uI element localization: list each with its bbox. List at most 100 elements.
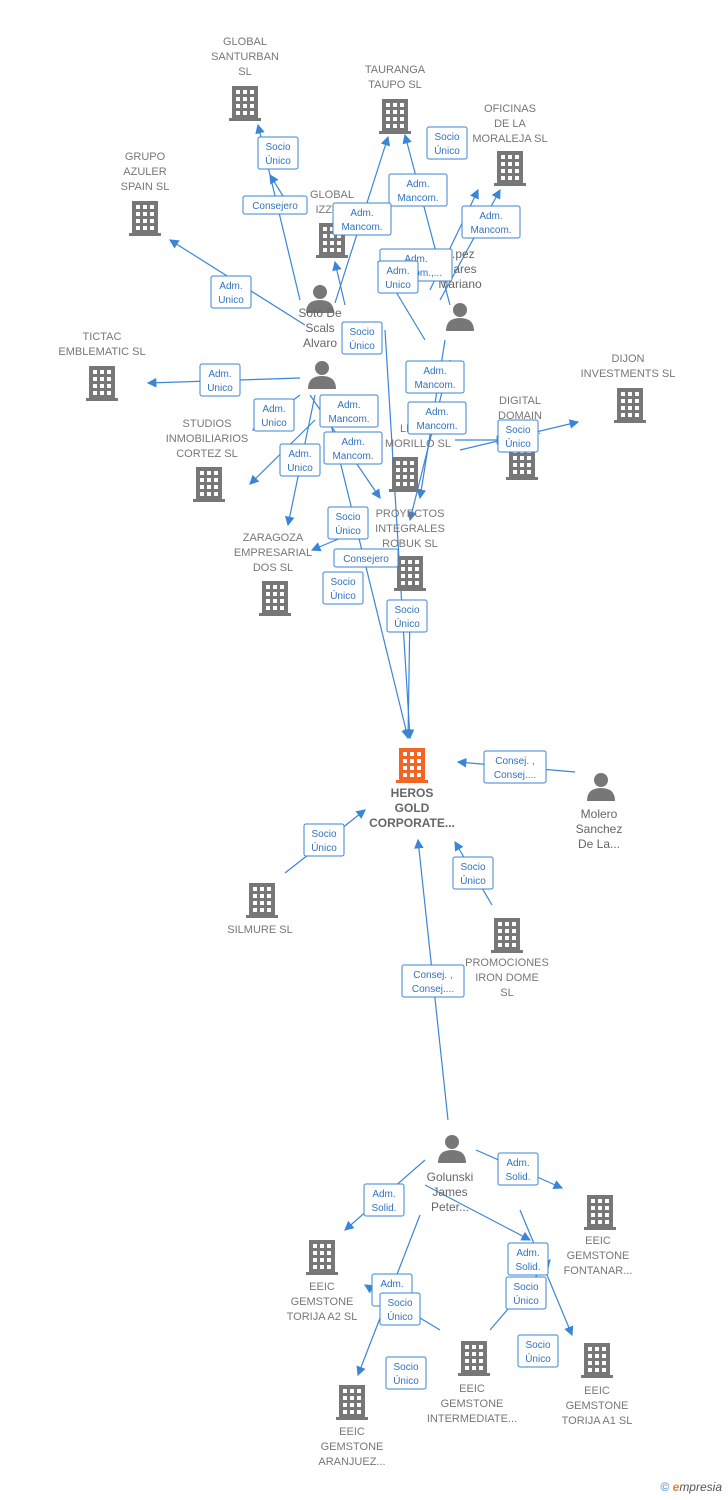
building-icon (229, 86, 261, 121)
company-node-heros[interactable]: HEROSGOLDCORPORATE... (369, 748, 455, 830)
relation-text: Adm. (479, 211, 502, 222)
person-icon (306, 285, 334, 313)
relation-text: Único (460, 874, 486, 887)
relation-text: Adm. (380, 1279, 403, 1290)
relation-label-r28[interactable]: Adm.Solid. (363, 1183, 405, 1217)
relation-text: Mancom. (470, 225, 511, 236)
relation-label-r20[interactable]: Consejero (333, 548, 399, 568)
brand-logo[interactable]: empresia (672, 1480, 722, 1494)
relation-text: Socio (335, 512, 360, 523)
company-label: GLOBAL (223, 36, 267, 48)
relation-text: Adm. (516, 1248, 539, 1259)
relation-label-r27[interactable]: Adm.Solid. (497, 1152, 539, 1186)
relation-label-r2[interactable]: Consejero (242, 195, 308, 215)
relation-text: Socio (387, 1298, 412, 1309)
relation-label-r9[interactable]: Adm.Unico (210, 275, 252, 309)
relation-text: Adm. (506, 1158, 529, 1169)
company-label: EMBLEMATIC SL (58, 346, 145, 358)
relation-label-r6[interactable]: Adm. Mancom. (461, 205, 521, 239)
company-node-silmure[interactable]: SILMURE SL (227, 883, 293, 936)
relation-text: Mancom. (414, 380, 455, 391)
relation-label-r14[interactable]: Adm.Mancom. (319, 394, 379, 428)
relation-text: Adm. (425, 407, 448, 418)
relation-text: Socio (393, 1362, 418, 1373)
company-node-eeic-intermediate[interactable]: EEICGEMSTONEINTERMEDIATE... (427, 1341, 517, 1425)
person-label: ...pez (445, 247, 474, 261)
relation-text: Consej. , (495, 756, 534, 767)
relation-text: Solid. (371, 1203, 396, 1214)
relation-text: Mancom. (416, 421, 457, 432)
company-label: MORALEJA SL (472, 133, 547, 145)
relation-label-r23[interactable]: Consej. ,Consej.... (483, 750, 547, 784)
relation-label-r18[interactable]: Adm.Unico (279, 443, 321, 477)
relation-label-r29[interactable]: Adm.Solid. (507, 1242, 549, 1276)
building-icon (259, 581, 291, 616)
person-label: Sanchez (576, 822, 623, 836)
company-label: OFICINAS (484, 103, 536, 115)
company-label: CORTEZ SL (176, 448, 238, 460)
relation-label-r5[interactable]: Adm.Mancom. (332, 202, 392, 236)
company-label: TAUPO SL (368, 79, 422, 91)
company-label: EMPRESARIAL (234, 547, 312, 559)
person-label: Peter... (431, 1200, 469, 1214)
relation-label-r13[interactable]: Adm.Unico (253, 398, 295, 432)
company-label: INMOBILIARIOS (166, 433, 249, 445)
company-node-eeic-aranjuez[interactable]: EEICGEMSTONEARANJUEZ... (318, 1385, 386, 1468)
relation-label-r11[interactable]: Adm.Unico (199, 363, 241, 397)
person-label: Golunski (427, 1170, 474, 1184)
relation-text: Unico (207, 383, 233, 394)
relation-text: Socio (265, 142, 290, 153)
company-label: GOLD (395, 801, 430, 815)
relation-label-r8[interactable]: Adm.Unico (377, 260, 419, 294)
relation-text: Mancom. (397, 193, 438, 204)
person-icon (308, 361, 336, 389)
person-icon (446, 303, 474, 331)
relation-label-r15[interactable]: Adm. Mancom. (407, 401, 467, 435)
person-node-golunski[interactable]: GolunskiJamesPeter... (427, 1135, 474, 1214)
person-node-center-person[interactable] (308, 361, 336, 389)
relation-label-r12[interactable]: Adm.Mancom. (405, 360, 465, 394)
relation-text: Único (330, 589, 356, 602)
building-icon (491, 918, 523, 953)
company-label: EEIC (585, 1235, 611, 1247)
company-label: GRUPO (125, 151, 166, 163)
building-icon (584, 1195, 616, 1230)
relation-label-r26[interactable]: Consej. ,Consej.... (401, 964, 465, 998)
relation-label-r4[interactable]: Adm.Mancom. (388, 173, 448, 207)
building-icon (394, 556, 426, 591)
relation-text: Consej. , (413, 970, 452, 981)
relation-text: Mancom. (332, 451, 373, 462)
relation-text: Adm. (219, 281, 242, 292)
relation-label-r17[interactable]: Adm.Mancom. (323, 431, 383, 465)
company-node-eeic-fontanar[interactable]: EEICGEMSTONEFONTANAR... (564, 1195, 633, 1277)
